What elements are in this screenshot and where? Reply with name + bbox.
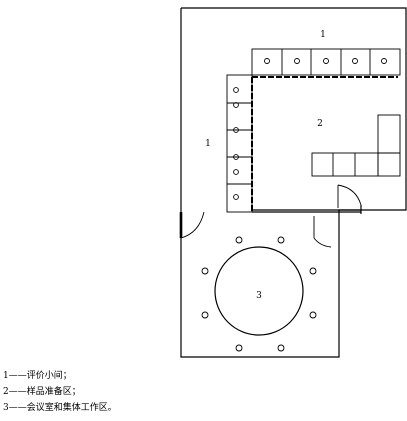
booth-stools-top xyxy=(264,58,387,64)
booth-stools-left xyxy=(233,87,239,200)
zone-label-booth-top: 1 xyxy=(320,30,326,40)
zone-label-prep: 2 xyxy=(317,119,323,129)
conference-chairs xyxy=(201,236,317,352)
booth-row-top xyxy=(251,48,401,76)
legend-item: 1——评价小间； xyxy=(3,371,72,381)
prep-area-walls xyxy=(251,76,398,214)
conference-table xyxy=(214,246,304,336)
booth-column-left xyxy=(226,74,253,213)
prep-counters xyxy=(311,114,401,177)
zone-label-booth-left: 1 xyxy=(205,139,211,149)
doors xyxy=(179,184,362,248)
zone-label-conference: 3 xyxy=(256,291,262,301)
legend-item: 3——会议室和集体工作区。 xyxy=(3,403,117,413)
legend: 1——评价小间； 2——样品准备区； 3——会议室和集体工作区。 xyxy=(3,368,117,416)
legend-item: 2——样品准备区； xyxy=(3,387,81,397)
outer-walls xyxy=(180,7,407,358)
